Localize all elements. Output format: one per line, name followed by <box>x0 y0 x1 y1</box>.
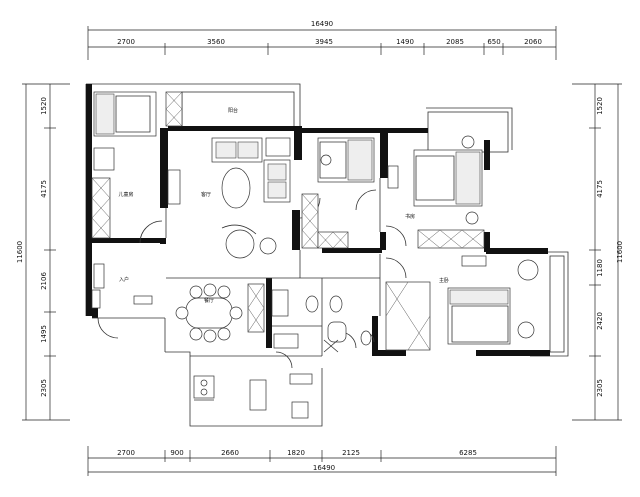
kitchen <box>193 373 313 419</box>
left-total-dimension: 11600 <box>16 241 24 263</box>
bottom-segment-dimension: 2700 <box>117 449 135 457</box>
svg-text:阳台: 阳台 <box>228 107 238 114</box>
balcony-top-right <box>427 111 509 153</box>
dining-room: 餐厅 <box>175 283 265 343</box>
room-label-dining: 餐厅 <box>204 297 214 304</box>
master-bedroom: 主卧 <box>385 255 539 351</box>
top-segment-dimension: 3560 <box>207 38 225 46</box>
exterior-outline <box>85 83 569 427</box>
top-segment-dimension: 2085 <box>446 38 464 46</box>
left-segment-dimension: 4175 <box>40 180 48 198</box>
right-dimension-chain: 1520 4175 1180 2420 2305 11600 <box>572 83 624 421</box>
right-segment-dimension: 2305 <box>596 379 604 397</box>
study-room: 书房 <box>387 149 485 249</box>
top-segment-dimension: 650 <box>487 38 500 46</box>
right-segment-dimension: 4175 <box>596 180 604 198</box>
tv-cabinet <box>167 169 181 205</box>
bottom-dimension-chain: 2700 900 2660 1820 2125 6285 16490 <box>87 446 557 476</box>
walls <box>86 84 550 356</box>
entry: 入户 <box>91 263 153 309</box>
left-dimension-chain: 1520 4175 2106 1495 2305 11600 <box>16 83 70 421</box>
top-segment-dimension: 2700 <box>117 38 135 46</box>
bathrooms <box>271 289 372 353</box>
balcony-top-left: 阳台 <box>181 91 295 129</box>
room-label-entry: 入户 <box>119 276 129 283</box>
bottom-segment-dimension: 2125 <box>342 449 360 457</box>
left-segment-dimension: 2106 <box>40 272 48 290</box>
left-segment-dimension: 1495 <box>40 325 48 343</box>
room-label-study: 书房 <box>405 213 415 220</box>
room-label-child-bedroom: 儿童房 <box>118 191 133 198</box>
top-total-dimension: 16490 <box>311 20 333 28</box>
child-bedroom: 儿童房 <box>91 91 183 239</box>
room-label-living: 客厅 <box>201 191 211 198</box>
top-dimension-chain: 16490 2700 3560 3945 1490 2085 650 2060 <box>87 20 557 60</box>
right-segment-dimension: 2420 <box>596 312 604 330</box>
top-segment-dimension: 2060 <box>524 38 542 46</box>
right-segment-dimension: 1180 <box>596 259 604 277</box>
living-room: 客厅 <box>167 137 291 259</box>
bottom-segment-dimension: 1820 <box>287 449 305 457</box>
desk <box>93 147 115 171</box>
doors <box>97 189 407 369</box>
middle-bedroom <box>301 137 375 249</box>
top-segment-dimension: 3945 <box>315 38 333 46</box>
bottom-segment-dimension: 6285 <box>459 449 477 457</box>
right-segment-dimension: 1520 <box>596 97 604 115</box>
coffee-table <box>221 167 251 209</box>
bottom-segment-dimension: 900 <box>170 449 183 457</box>
balcony-right <box>549 255 565 353</box>
left-segment-dimension: 1520 <box>40 97 48 115</box>
top-segment-dimension: 1490 <box>396 38 414 46</box>
lounge-chair <box>225 229 255 259</box>
bottom-segment-dimension: 2660 <box>221 449 239 457</box>
left-segment-dimension: 2305 <box>40 379 48 397</box>
room-label-master: 主卧 <box>439 277 449 284</box>
partitions <box>92 178 381 357</box>
bottom-total-dimension: 16490 <box>313 464 335 472</box>
right-total-dimension: 11600 <box>616 241 624 263</box>
